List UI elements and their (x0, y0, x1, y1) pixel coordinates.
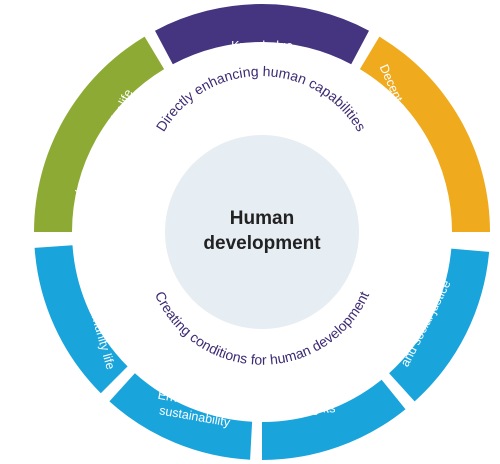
segment-equality (389, 248, 490, 402)
segment-security (262, 379, 406, 460)
segment-long-healthy (34, 36, 165, 232)
segment-label-environment: Environmentalsustainability (154, 388, 238, 430)
center-title-line-2: development (203, 233, 321, 254)
segment-knowledge (155, 4, 369, 65)
segment-label-knowledge: Knowledge (231, 39, 293, 53)
segment-participation (34, 245, 128, 394)
top-ring-label: Directly enhancing human capabilities (153, 63, 370, 134)
center-disc (165, 135, 359, 329)
segment-decent-standard (359, 36, 490, 232)
segment-environment (109, 373, 253, 460)
outer-ring (34, 4, 490, 460)
center-title-line-1: Human (230, 208, 294, 229)
